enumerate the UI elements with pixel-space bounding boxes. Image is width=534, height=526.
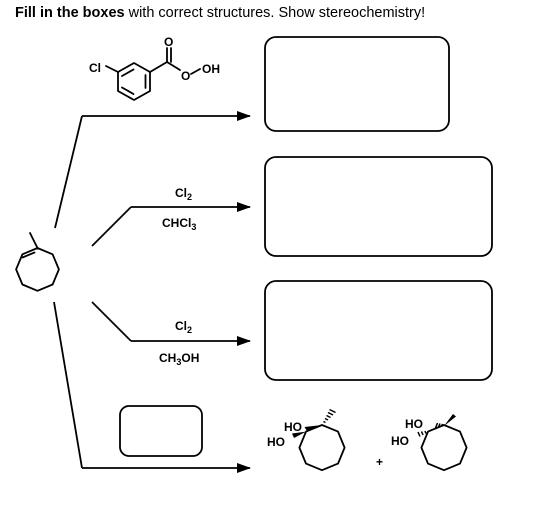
instruction-rest: with correct structures. Show stereochem… — [124, 5, 426, 21]
diol-b-hashed-oh-bottom — [417, 430, 427, 437]
mcpba-structure: Cl O O OH — [89, 35, 220, 101]
diol-a-hashed-methyl — [323, 408, 336, 424]
carbonyl-oxygen-label: O — [164, 35, 173, 49]
answer-box-3[interactable] — [264, 280, 493, 381]
diol-b-hashed-oh-top — [434, 422, 444, 429]
alkene-double-bond — [21, 251, 36, 259]
methyl-bond — [29, 232, 39, 249]
diol-b-ho-top: HO — [405, 417, 423, 431]
route2-diagonal — [91, 206, 132, 247]
diol-a-wedge-bottom — [292, 431, 306, 438]
route4-diagonal — [53, 301, 83, 469]
route3-diagonal — [91, 301, 132, 342]
diol-a-ho-bottom: HO — [267, 435, 285, 449]
route2-reagent-bottom: CHCl3 — [162, 216, 196, 232]
instruction-text: Fill in the boxes with correct structure… — [15, 5, 425, 21]
reagent-box[interactable] — [119, 405, 203, 457]
peroxy-oxygen-label: O — [181, 69, 190, 83]
cyclooctene-ring — [15, 247, 60, 292]
c-cl-bond — [105, 65, 119, 73]
answer-box-2[interactable] — [264, 156, 493, 257]
diol-a-ring — [298, 424, 346, 472]
diol-b-wedge-methyl — [444, 414, 456, 426]
route2-reagent-top: Cl2 — [175, 186, 192, 202]
plus-sign: + — [376, 455, 383, 469]
route3-reagent-bottom: CH3OH — [159, 351, 199, 367]
diol-a-ho-top: HO — [284, 420, 302, 434]
hydroxyl-label: OH — [202, 62, 220, 76]
instruction-bold: Fill in the boxes — [15, 5, 125, 21]
starting-material-methylcyclooctene — [15, 232, 60, 292]
diol-b-ring — [420, 424, 468, 472]
product-diol-a: HO HO — [267, 408, 346, 472]
chlorine-label: Cl — [89, 61, 101, 75]
diol-b-ho-bottom: HO — [391, 434, 409, 448]
product-diol-b: HO HO — [391, 414, 468, 472]
answer-box-1[interactable] — [264, 36, 450, 132]
route1-diagonal — [54, 115, 83, 229]
diol-a-wedge-top — [304, 425, 322, 431]
route3-reagent-top: Cl2 — [175, 319, 192, 335]
